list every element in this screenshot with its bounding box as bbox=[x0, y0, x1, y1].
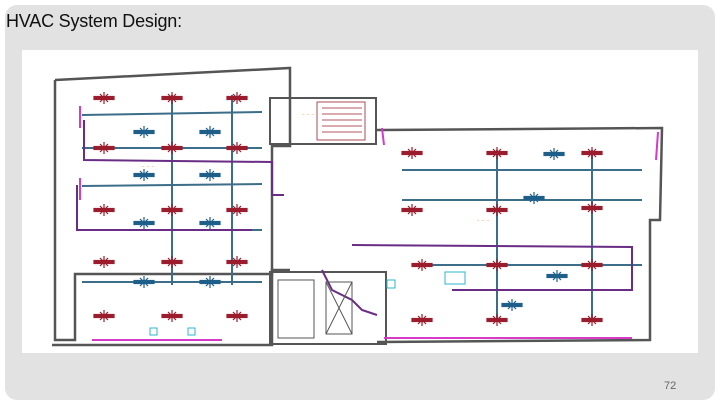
stair-outline bbox=[316, 101, 366, 141]
blue-diffuser-4 bbox=[199, 169, 221, 181]
blue-diffuser-6 bbox=[199, 217, 221, 229]
east-wing-wall bbox=[376, 126, 664, 344]
red-diffuser-7 bbox=[93, 204, 115, 216]
stair-core-north bbox=[269, 97, 377, 145]
blue-diffuser-11 bbox=[546, 270, 568, 282]
red-diffuser-13 bbox=[93, 310, 115, 322]
stair-2-outline bbox=[277, 279, 315, 339]
fixture-1 bbox=[149, 327, 158, 336]
red-diffuser-19 bbox=[401, 204, 423, 216]
room-label-3: — — — bbox=[477, 218, 490, 223]
red-diffuser-6 bbox=[226, 142, 248, 154]
red-diffuser-14 bbox=[161, 310, 183, 322]
red-diffuser-26 bbox=[486, 314, 508, 326]
return-duct-core bbox=[321, 269, 378, 316]
blue-diffuser-10 bbox=[523, 192, 545, 204]
room-annotations: — — — — — — — — — bbox=[142, 112, 490, 223]
building-walls bbox=[52, 66, 664, 347]
return-duct-west2 bbox=[76, 185, 252, 231]
blue-diffuser-8 bbox=[199, 276, 221, 288]
red-diffuser-18 bbox=[581, 147, 603, 159]
partitions bbox=[79, 106, 659, 341]
red-diffuser-2 bbox=[161, 92, 183, 104]
service-core-south bbox=[269, 271, 387, 345]
room-label-2: — — — bbox=[142, 164, 155, 169]
blue-diffuser-5 bbox=[133, 217, 155, 229]
red-diffusers bbox=[93, 92, 603, 326]
red-diffuser-12 bbox=[226, 256, 248, 268]
page-number: 72 bbox=[664, 380, 677, 392]
west-wing-south-wall bbox=[52, 268, 290, 347]
red-diffuser-10 bbox=[93, 256, 115, 268]
blue-diffuser-1 bbox=[133, 126, 155, 138]
blue-diffuser-12 bbox=[501, 299, 523, 311]
red-diffuser-25 bbox=[411, 314, 433, 326]
return-duct-east bbox=[351, 244, 633, 291]
red-diffuser-3 bbox=[226, 92, 248, 104]
elevator-shaft-1 bbox=[325, 281, 353, 335]
elevator-shafts bbox=[277, 279, 353, 339]
red-diffuser-9 bbox=[226, 204, 248, 216]
red-diffuser-16 bbox=[401, 147, 423, 159]
return-duct-west bbox=[83, 120, 284, 196]
fixture-2 bbox=[187, 327, 196, 336]
floor-plan-drawing: — — — — — — — — — bbox=[52, 66, 664, 347]
fixtures bbox=[149, 271, 466, 336]
blue-diffuser-9 bbox=[543, 148, 565, 160]
red-diffuser-27 bbox=[581, 314, 603, 326]
blue-diffuser-2 bbox=[199, 126, 221, 138]
fixture-3 bbox=[386, 279, 396, 289]
red-diffuser-21 bbox=[581, 202, 603, 214]
return-ducts bbox=[76, 120, 633, 316]
red-diffuser-11 bbox=[161, 256, 183, 268]
red-diffuser-20 bbox=[486, 204, 508, 216]
red-diffuser-4 bbox=[93, 142, 115, 154]
red-diffuser-1 bbox=[93, 92, 115, 104]
stair bbox=[316, 101, 366, 141]
red-diffuser-22 bbox=[411, 259, 433, 271]
red-diffuser-5 bbox=[161, 142, 183, 154]
red-diffuser-17 bbox=[486, 147, 508, 159]
fixture-4 bbox=[444, 271, 466, 285]
blue-diffusers bbox=[133, 126, 568, 311]
red-diffuser-24 bbox=[581, 259, 603, 271]
red-diffuser-8 bbox=[161, 204, 183, 216]
partition-e1 bbox=[381, 127, 385, 146]
room-label-1: — — — bbox=[302, 112, 315, 117]
hvac-floor-plan: — — — — — — — — — bbox=[22, 50, 698, 353]
blue-diffuser-7 bbox=[133, 276, 155, 288]
partition-e3 bbox=[655, 131, 659, 161]
slide-title: HVAC System Design: bbox=[6, 11, 182, 31]
blue-diffuser-3 bbox=[133, 169, 155, 181]
red-diffuser-23 bbox=[486, 259, 508, 271]
red-diffuser-15 bbox=[226, 310, 248, 322]
